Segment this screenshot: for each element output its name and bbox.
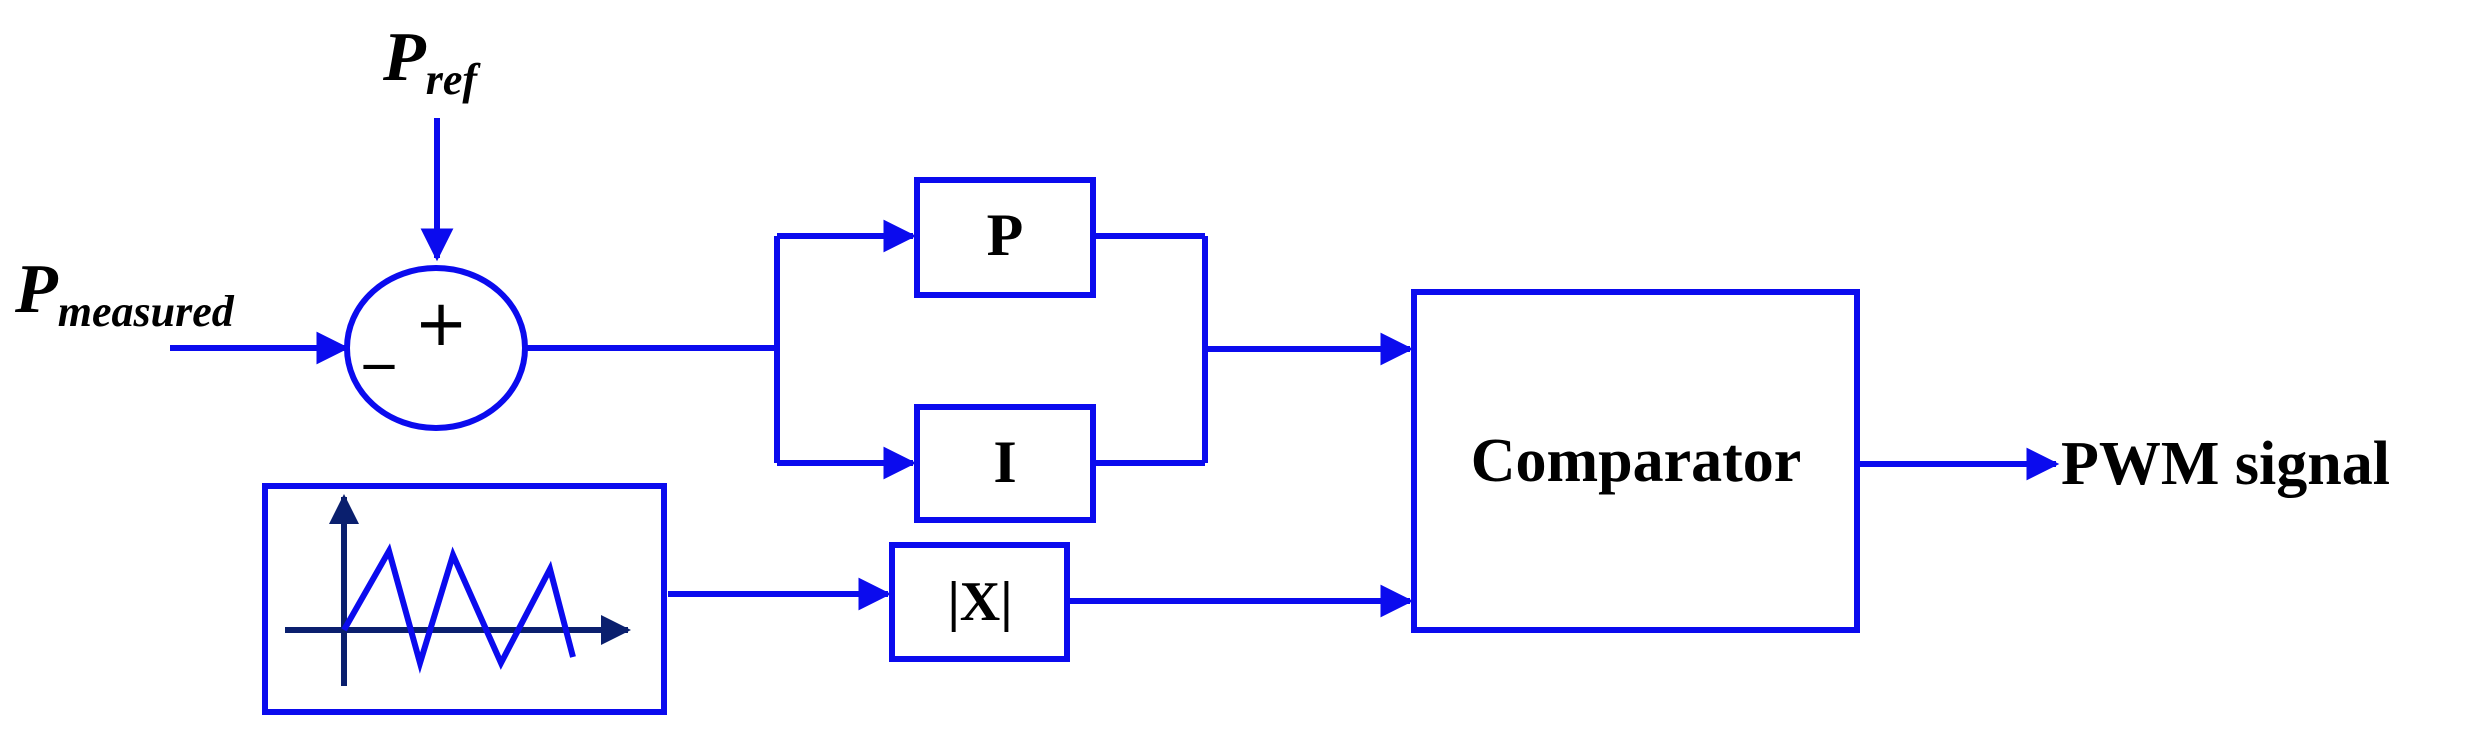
pmeasured-subscript: measured	[58, 287, 235, 336]
p-block-label: P	[987, 202, 1024, 268]
comparator-label: Comparator	[1471, 427, 1802, 495]
comparator-block	[1411, 289, 1860, 633]
carrier-generator-block	[262, 483, 667, 715]
pwm-signal-label: PWM signal	[2061, 430, 2390, 498]
pref-label: Pref	[382, 19, 481, 104]
pmeasured-symbol: P	[14, 251, 59, 328]
pref-subscript: ref	[426, 55, 482, 104]
minus-sign: _	[363, 300, 395, 370]
pref-symbol: P	[382, 19, 427, 96]
carrier-waveform	[341, 543, 576, 674]
summing-junction	[344, 265, 528, 431]
p-block	[914, 177, 1096, 298]
plus-sign: +	[414, 287, 468, 361]
i-block	[914, 404, 1096, 523]
triangle-wave-icon	[285, 494, 631, 686]
abs-block	[889, 542, 1070, 662]
pmeasured-label: Pmeasured	[14, 251, 235, 336]
abs-block-label: |X|	[947, 571, 1012, 633]
i-block-label: I	[993, 429, 1016, 495]
